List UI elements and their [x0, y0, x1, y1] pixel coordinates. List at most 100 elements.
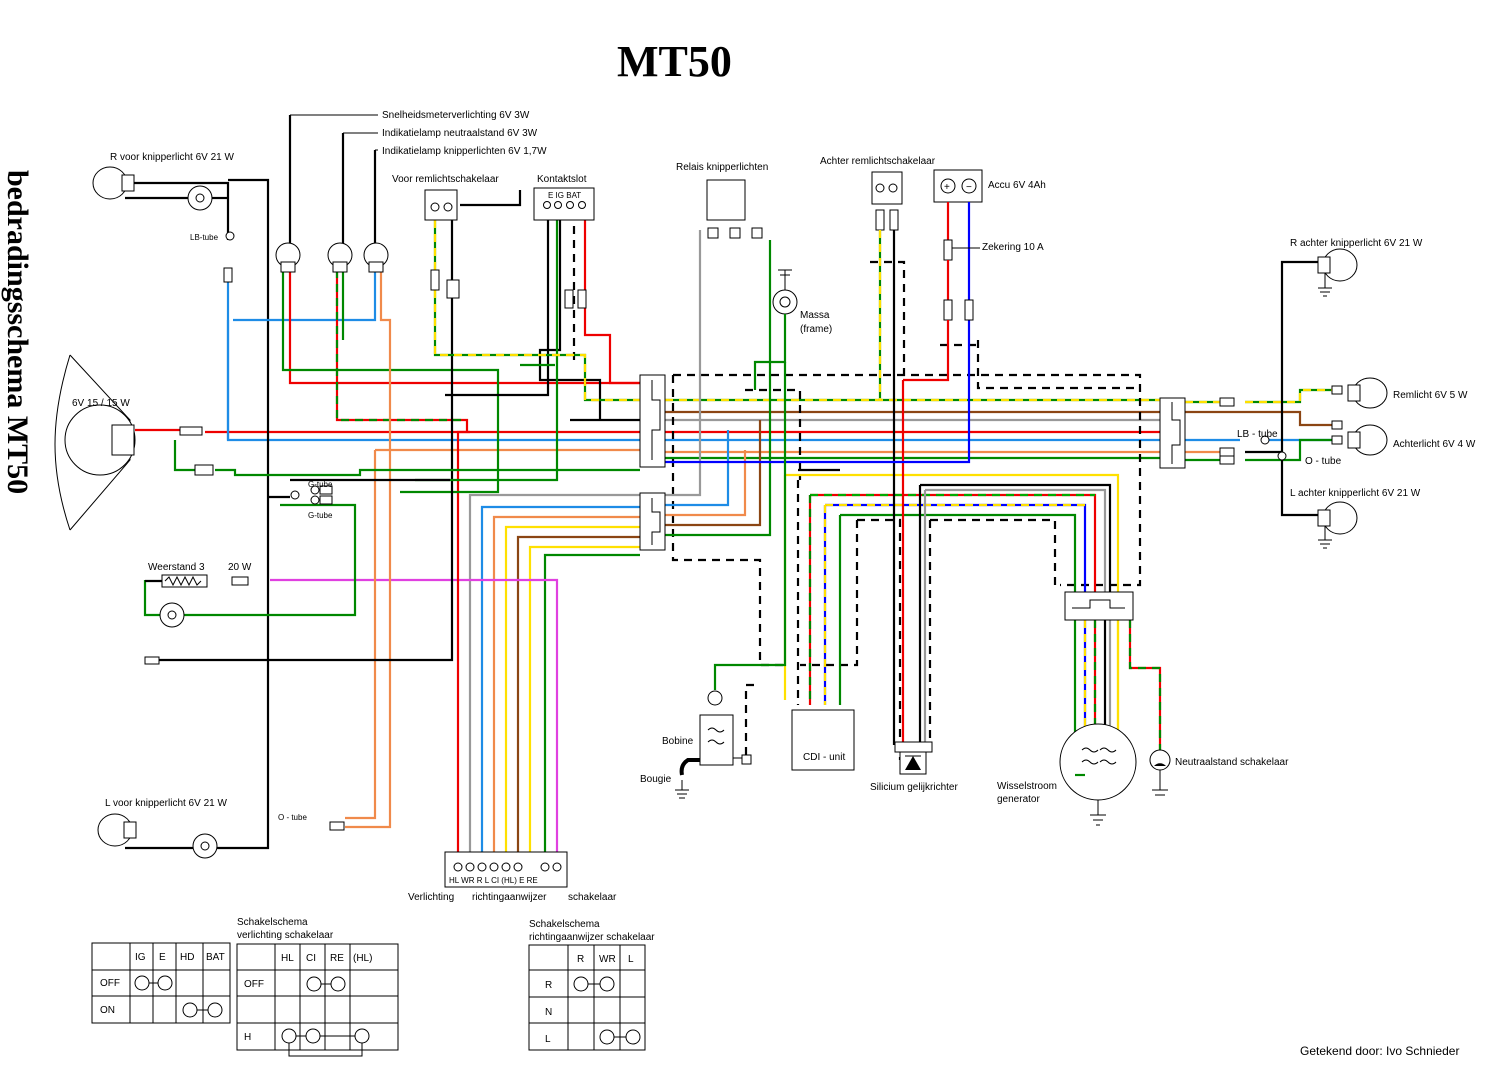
lb-tube-label: LB-tube — [190, 233, 219, 242]
rear-brake-switch — [871, 171, 903, 745]
connector-icon — [223, 267, 233, 283]
front-wiring — [125, 115, 640, 850]
neutral-switch-label: Neutraalstand schakelaar — [1175, 757, 1289, 768]
battery-label: Accu 6V 4Ah — [988, 180, 1046, 191]
massa-frame-label: (frame) — [800, 324, 832, 335]
resistor-w-label: 20 W — [228, 562, 252, 573]
turn-header-l: L — [628, 954, 634, 965]
taillight-label: Achterlicht 6V 4 W — [1393, 439, 1476, 450]
turn-header-wr: WR — [599, 954, 616, 965]
connector-icon — [194, 464, 214, 476]
bulb-connector-icon — [187, 185, 213, 211]
light-header-hl2: (HL) — [353, 953, 372, 964]
horn-icon — [159, 602, 185, 628]
generator-label-1: Wisselstroom — [997, 781, 1057, 792]
ignition-coil — [675, 362, 787, 799]
svg-text:−: − — [966, 182, 972, 193]
side-title: bedradingsschema MT50 — [1, 170, 34, 494]
l-front-label: L voor knipperlicht 6V 21 W — [105, 798, 227, 809]
generator-label-2: generator — [997, 794, 1040, 805]
lb-tube-r-label: LB - tube — [1237, 429, 1278, 440]
o-tube-r-label: O - tube — [1305, 456, 1342, 467]
ign-header-bat: BAT — [206, 952, 225, 963]
rear-brake-label: Achter remlichtschakelaar — [820, 156, 936, 167]
indicator-lamps — [275, 114, 389, 273]
ign-header-hd: HD — [180, 952, 194, 963]
lower-bundle — [270, 230, 772, 860]
connector-icon — [1219, 447, 1235, 457]
speedo-label: Snelheidsmeterverlichting 6V 3W — [382, 110, 530, 121]
table-turn: R WR L R N L — [528, 944, 646, 1051]
ignition-terms: E IG BAT — [548, 191, 581, 200]
ignition-label: Kontaktslot — [537, 174, 587, 185]
battery: + − — [665, 169, 983, 464]
rectifier-label: Silicium gelijkrichter — [870, 782, 958, 793]
l-rear-label: L achter knipperlicht 6V 21 W — [1290, 488, 1421, 499]
table-ignition: IG E HD BAT OFF ON — [91, 942, 231, 1024]
light-row-off: OFF — [244, 979, 264, 990]
main-harness — [135, 260, 1340, 517]
light-header-ci: CI — [306, 953, 316, 964]
turn-header-r: R — [577, 954, 584, 965]
light-header-hl: HL — [281, 953, 294, 964]
headlight: 6V 15 / 15 W — [54, 354, 136, 531]
turn-row-l: L — [545, 1034, 551, 1045]
o-tube-icon — [1277, 451, 1287, 461]
connector-icon — [1219, 397, 1235, 407]
cdi-unit — [791, 709, 855, 771]
ac-generator — [1059, 723, 1137, 826]
resistor — [145, 574, 249, 588]
sch2-title-1: Schakelschema — [529, 919, 600, 930]
fuse-icon — [943, 239, 953, 261]
light-header-re: RE — [330, 953, 344, 964]
massa-label: Massa — [800, 310, 830, 321]
lb-tube-icon — [225, 231, 235, 241]
turn-relay — [706, 179, 763, 239]
verlichting-label: Verlichting — [408, 892, 454, 903]
tail-brake-light — [1331, 377, 1388, 456]
credit: Getekend door: Ivo Schnieder — [1300, 1044, 1459, 1058]
neutral-ind-label: Indikatielamp neutraalstand 6V 3W — [382, 128, 538, 139]
ign-row-off: OFF — [100, 978, 120, 989]
headlight-label: 6V 15 / 15 W — [72, 398, 130, 409]
page-title: MT50 — [617, 37, 732, 86]
turn-row-r: R — [545, 980, 552, 991]
r-rear-label: R achter knipperlicht 6V 21 W — [1290, 238, 1423, 249]
relay-label: Relais knipperlichten — [676, 162, 768, 173]
connectors — [639, 374, 1186, 621]
table-lighting: HL CI RE (HL) OFF H — [236, 943, 399, 1057]
g-tube-label-2: G-tube — [308, 511, 333, 520]
neutral-switch — [1149, 749, 1171, 796]
front-brake-switch — [424, 189, 460, 299]
cdi-generator-wires — [783, 380, 1162, 775]
dashed-harness — [671, 260, 1142, 760]
connector-icon — [144, 656, 160, 665]
g-tube — [268, 485, 333, 505]
fuse-label: Zekering 10 A — [982, 242, 1044, 253]
ignition-switch: E IG BAT — [533, 187, 595, 309]
switch-terms: HL WR R L CI (HL) E RE — [449, 876, 538, 885]
ign-header-ig: IG — [135, 952, 146, 963]
r-front-label: R voor knipperlicht 6V 21 W — [110, 152, 235, 163]
ign-header-e: E — [159, 952, 166, 963]
handlebar-switch: HL WR R L CI (HL) E RE — [444, 851, 568, 888]
l-rear-turn-signal — [1317, 501, 1358, 549]
o-tube-label: O - tube — [278, 813, 307, 822]
connector-icon — [179, 426, 203, 436]
connector-icon — [1219, 455, 1235, 465]
turn-row-n: N — [545, 1007, 552, 1018]
sch1-title-1: Schakelschema — [237, 917, 308, 928]
turn-ind-label: Indikatielamp knipperlichten 6V 1,7W — [382, 146, 547, 157]
lb-tube-icon — [1260, 435, 1270, 445]
sch1-title-2: verlichting schakelaar — [237, 930, 334, 941]
richting-label: richtingaanwijzer — [472, 892, 547, 903]
g-tube-label-1: G-tube — [308, 480, 333, 489]
bobine-label: Bobine — [662, 736, 694, 747]
bougie-label: Bougie — [640, 774, 672, 785]
light-row-h: H — [244, 1032, 251, 1043]
schakelaar-label: schakelaar — [568, 892, 617, 903]
ground-massa-icon — [753, 269, 798, 390]
r-rear-turn-signal — [1317, 248, 1358, 297]
brakelight-label: Remlicht 6V 5 W — [1393, 390, 1468, 401]
